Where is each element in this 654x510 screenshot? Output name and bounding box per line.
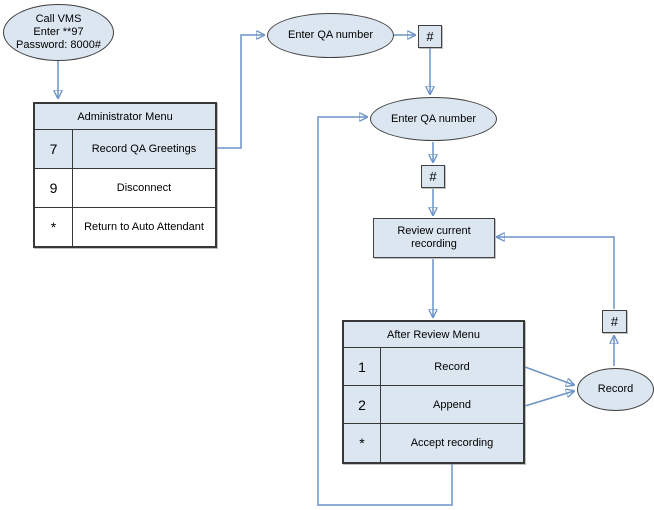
start-line-2: Enter **97	[33, 26, 84, 38]
after-review-menu-table: After Review Menu 1 Record 2 Append * Ac…	[342, 320, 525, 464]
admin-menu-row-return-auto-attendant: * Return to Auto Attendant	[35, 208, 215, 246]
hash-key-box-3: #	[602, 310, 627, 333]
admin-menu-key-star: *	[35, 208, 73, 246]
admin-menu-row-disconnect: 9 Disconnect	[35, 169, 215, 208]
admin-menu-table: Administrator Menu 7 Record QA Greetings…	[33, 102, 217, 248]
admin-menu-row-record-qa-greetings: 7 Record QA Greetings	[35, 130, 215, 169]
review-current-recording-label: Review current recording	[397, 225, 471, 250]
hash-key-2-label: #	[429, 169, 437, 184]
after-review-row-append: 2 Append	[344, 386, 523, 424]
start-ellipse-text: Call VMS Enter **97 Password: 8000#	[16, 13, 101, 52]
admin-menu-label-record-qa-greetings: Record QA Greetings	[91, 143, 197, 155]
hash-key-3-label: #	[610, 314, 619, 329]
enter-qa-number-ellipse-2: Enter QA number	[370, 97, 497, 141]
edge-accept-loop-to-enter-qa-2	[317, 117, 453, 506]
enter-qa-number-ellipse-1: Enter QA number	[267, 13, 394, 58]
start-line-3: Password: 8000#	[16, 39, 101, 51]
after-review-label-append: Append	[433, 398, 471, 411]
after-review-key-1: 1	[344, 348, 381, 385]
after-review-row-record: 1 Record	[344, 348, 523, 386]
hash-key-box-2: #	[421, 165, 445, 188]
enter-qa-number-1-label: Enter QA number	[288, 29, 373, 41]
edge-record-row-to-record-ellipse	[524, 366, 574, 385]
admin-menu-label-disconnect: Disconnect	[116, 182, 172, 194]
review-current-recording-box: Review current recording	[373, 218, 495, 258]
record-ellipse: Record	[577, 368, 654, 411]
after-review-menu-title: After Review Menu	[344, 322, 523, 348]
edge-hash-3-to-review	[497, 237, 615, 309]
start-ellipse-call-vms: Call VMS Enter **97 Password: 8000#	[3, 4, 114, 61]
edge-append-row-to-record-ellipse	[524, 391, 574, 407]
after-review-row-accept-recording: * Accept recording	[344, 424, 523, 462]
after-review-label-record: Record	[434, 360, 470, 373]
after-review-label-accept-recording: Accept recording	[410, 437, 494, 449]
start-line-1: Call VMS	[35, 13, 82, 25]
admin-menu-key-7: 7	[35, 130, 73, 168]
enter-qa-number-2-label: Enter QA number	[391, 112, 476, 125]
after-review-key-2: 2	[344, 386, 381, 423]
admin-menu-title: Administrator Menu	[35, 104, 215, 130]
admin-menu-key-9: 9	[35, 169, 73, 207]
record-ellipse-label: Record	[597, 383, 634, 395]
hash-key-box-1: #	[418, 25, 442, 48]
hash-key-1-label: #	[426, 29, 434, 44]
edge-record-greetings-to-enter-qa-1	[217, 35, 264, 149]
after-review-key-star: *	[344, 424, 381, 462]
admin-menu-label-return-auto-attendant: Return to Auto Attendant	[84, 221, 204, 233]
